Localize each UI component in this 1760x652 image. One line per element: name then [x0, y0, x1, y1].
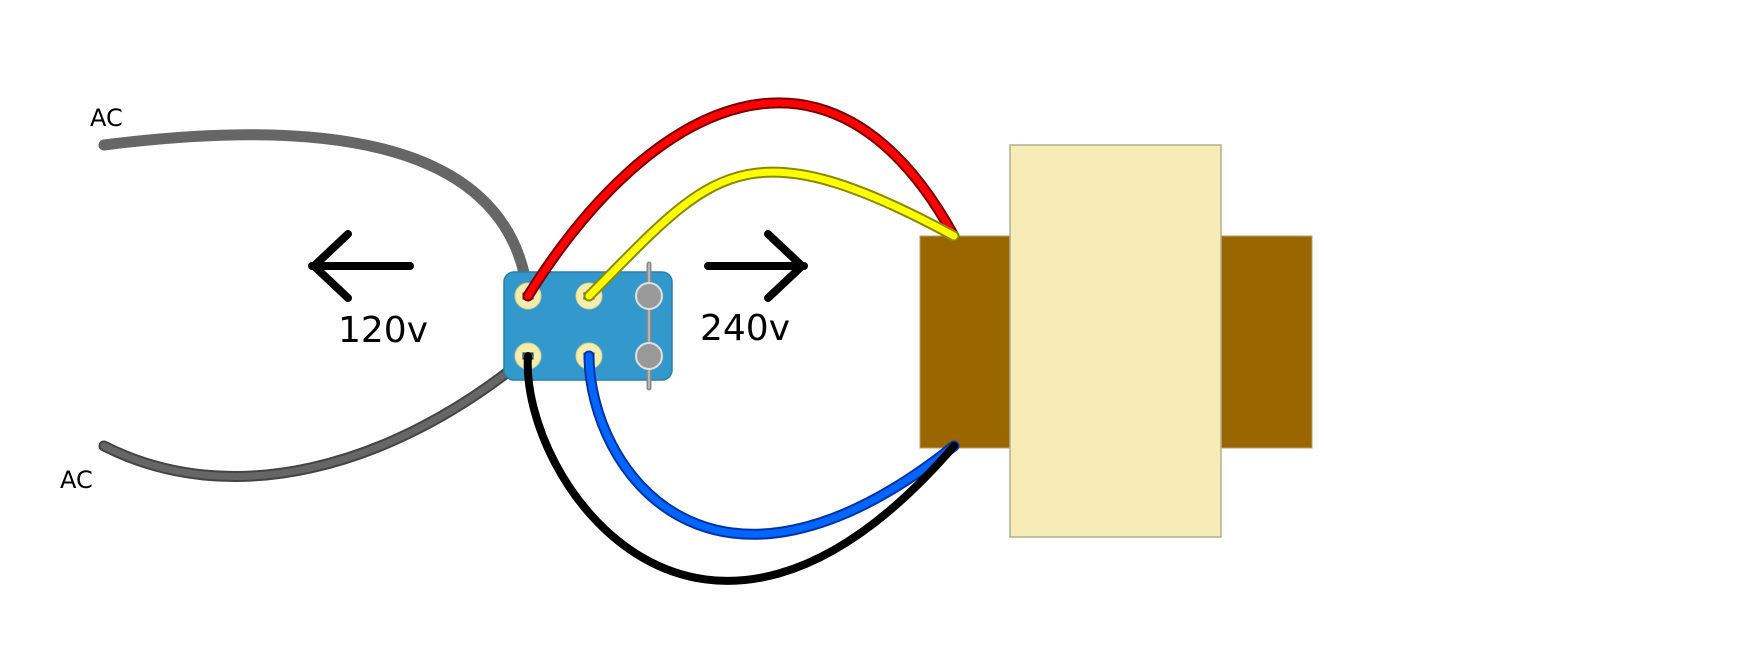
red-wire-inner: [524, 99, 958, 300]
ac-wires: [98, 129, 534, 482]
voltage-label-120: 120v: [338, 310, 428, 351]
transformer-core-left: [919, 235, 1011, 449]
transformer-wires: [522, 97, 960, 585]
ac-wire-bottom: [98, 350, 534, 482]
voltage-label-240: 240v: [700, 308, 790, 349]
terminal-bottom-right: [635, 342, 663, 370]
ac-wire-top-inner: [100, 131, 532, 300]
ac-label-top: AC: [90, 104, 123, 132]
transformer-coil: [1009, 144, 1222, 538]
black-wire: [523, 352, 958, 585]
dpdt-switch: [503, 261, 673, 391]
transformer-core-right: [1219, 235, 1313, 449]
yellow-wire-inner: [585, 168, 958, 300]
blue-wire-inner: [585, 352, 958, 538]
arrow-left: [308, 230, 414, 302]
transformer: [919, 144, 1313, 538]
ac-wire-bottom-inner: [100, 352, 532, 480]
arrow-right: [704, 230, 808, 302]
ac-label-bottom: AC: [60, 466, 93, 494]
terminal-top-right: [635, 282, 663, 310]
